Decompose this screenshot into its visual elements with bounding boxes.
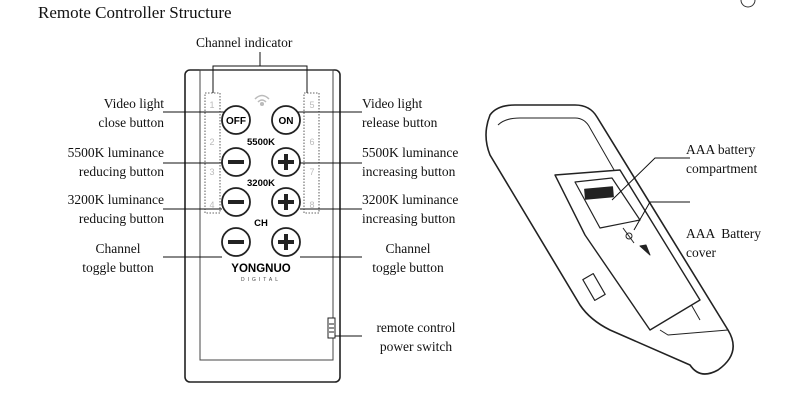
k3200-label: 3200K: [247, 178, 275, 189]
label-channel-indicator: Channel indicator: [196, 35, 293, 50]
cover-lock-icon: [622, 227, 651, 256]
side-switch: [582, 273, 606, 301]
off-label: OFF: [226, 116, 246, 127]
channel-number-4: 4: [209, 200, 214, 210]
channel-number-8: 8: [309, 200, 314, 210]
channel-number-6: 6: [309, 137, 314, 147]
k5500-label: 5500K: [247, 137, 275, 148]
plus-icon: [278, 154, 294, 170]
ir-signal-icon: [254, 94, 270, 107]
remote-front-view: 1 2 3 4 5 6 7 8 OFF ON 5500K 3200K CH: [184, 69, 341, 383]
brand-logo: YONGNUO: [231, 263, 290, 275]
leader-lines-front: [163, 52, 362, 337]
on-button: [271, 105, 301, 135]
ch-label: CH: [254, 218, 268, 229]
brand-sub: DIGITAL: [241, 277, 281, 283]
page-title: Remote Controller Structure: [38, 3, 232, 22]
channel-indicator-right: [303, 92, 320, 214]
channel-number-5: 5: [309, 100, 314, 110]
channel-number-1: 1: [209, 100, 214, 110]
minus-icon: [228, 240, 244, 244]
minus-icon: [228, 160, 244, 164]
battery-icon: [584, 186, 614, 200]
plus-icon: [278, 234, 294, 250]
channel-number-7: 7: [309, 167, 314, 177]
plus-icon: [278, 194, 294, 210]
leader-lines-back: [611, 157, 690, 231]
corner-mark-icon: [740, 0, 756, 8]
minus-icon: [228, 200, 244, 204]
remote-back-view: [485, 104, 734, 375]
off-button: [221, 105, 251, 135]
channel-number-3: 3: [209, 167, 214, 177]
on-label: ON: [279, 116, 294, 127]
channel-number-2: 2: [209, 137, 214, 147]
